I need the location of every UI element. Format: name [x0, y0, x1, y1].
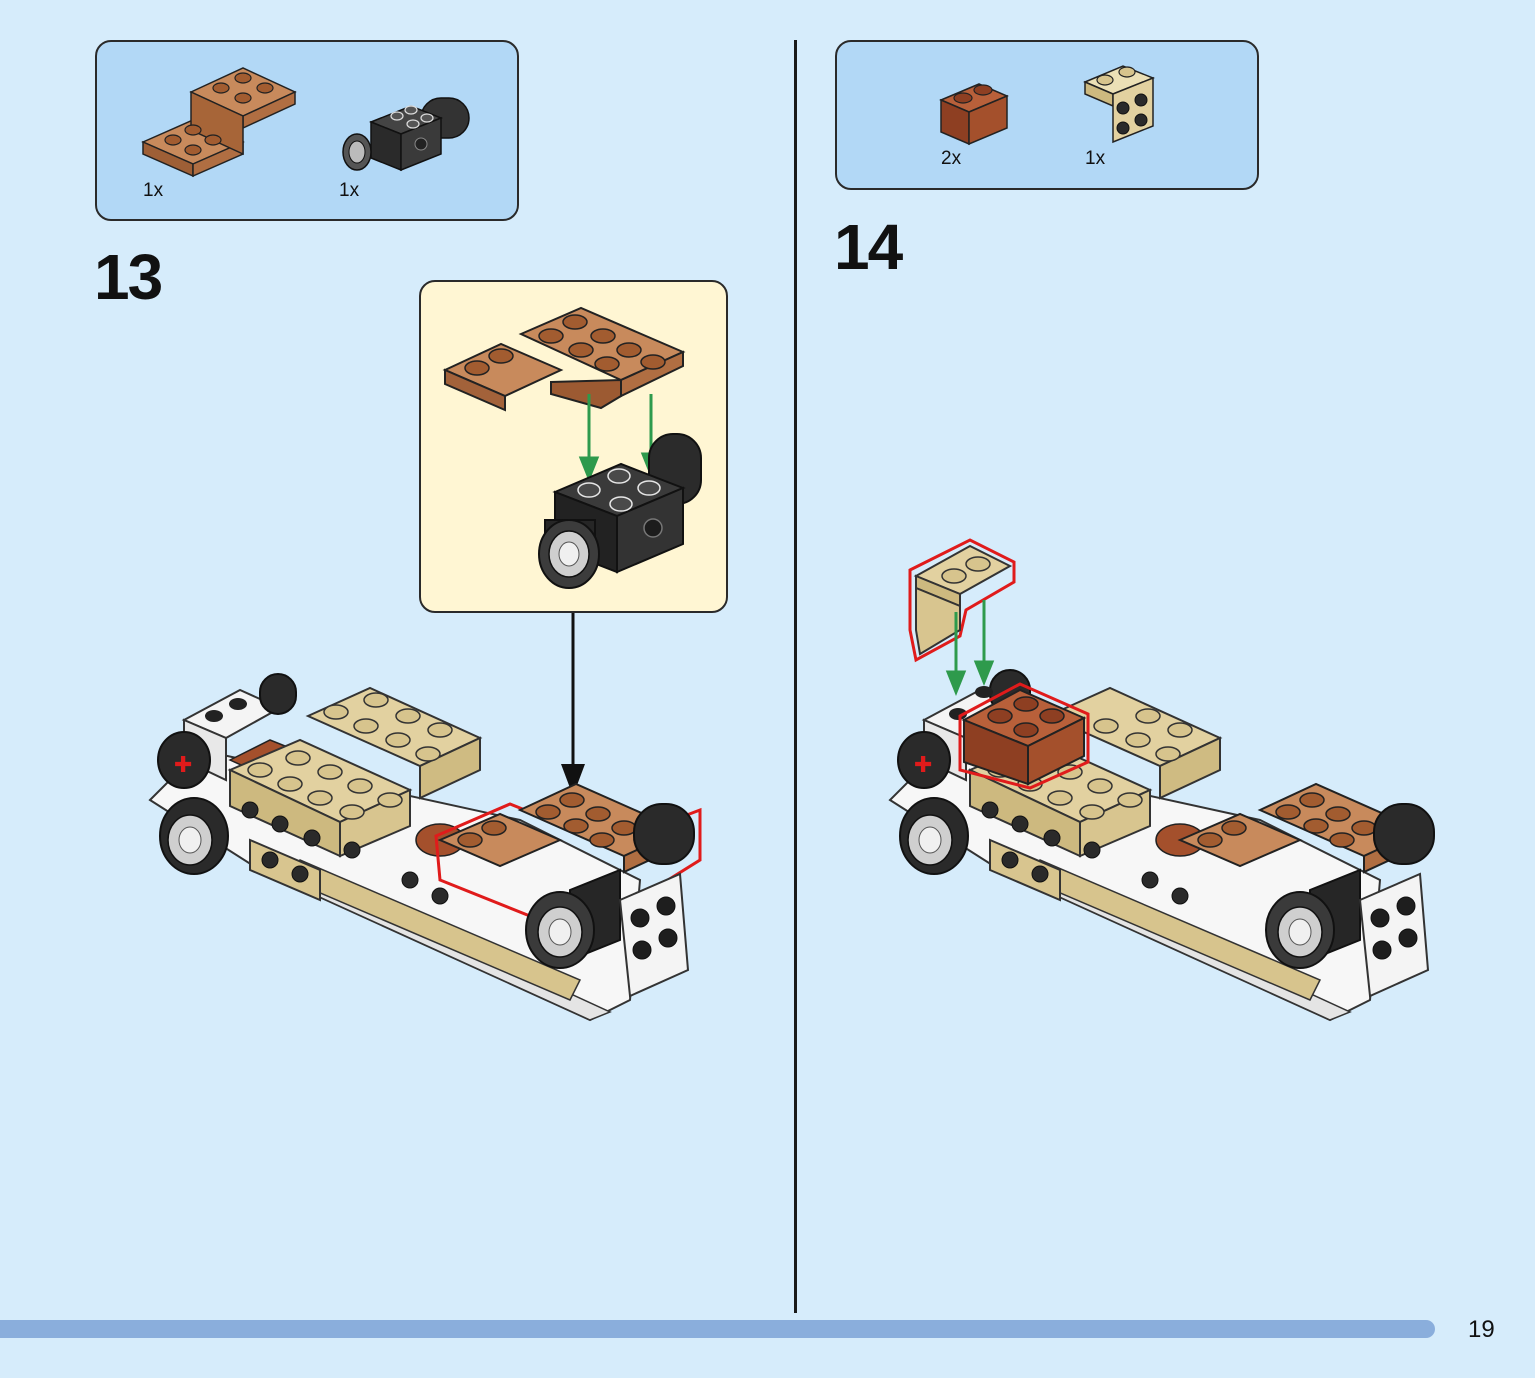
callout-assembly-illustration	[442, 306, 702, 589]
step-number: 14	[834, 211, 903, 283]
part-qty: 2x	[941, 148, 962, 169]
brown-bracket-plate-icon	[141, 67, 297, 178]
progress-bar	[0, 1320, 1435, 1338]
part-qty: 1x	[339, 180, 360, 201]
black-axle-connector-icon	[342, 97, 470, 172]
step13-parts-box: 1x 1x	[95, 40, 519, 221]
part-qty: 1x	[143, 180, 164, 201]
step-number: 13	[94, 241, 163, 313]
svg-text:✚: ✚	[174, 753, 192, 778]
step13-model-illustration: ✚	[148, 673, 702, 1022]
step-divider	[794, 40, 797, 1313]
reddish-brown-brick-1x2-icon	[939, 83, 1009, 146]
page-number: 19	[1468, 1316, 1495, 1343]
callout-box	[419, 280, 728, 613]
step14-parts-box: 2x 1x	[835, 40, 1259, 190]
part-qty: 1x	[1085, 148, 1106, 169]
step14-model-illustration: ✚	[888, 538, 1435, 1022]
tan-bracket-icon	[1083, 65, 1156, 144]
svg-text:✚: ✚	[914, 753, 932, 778]
